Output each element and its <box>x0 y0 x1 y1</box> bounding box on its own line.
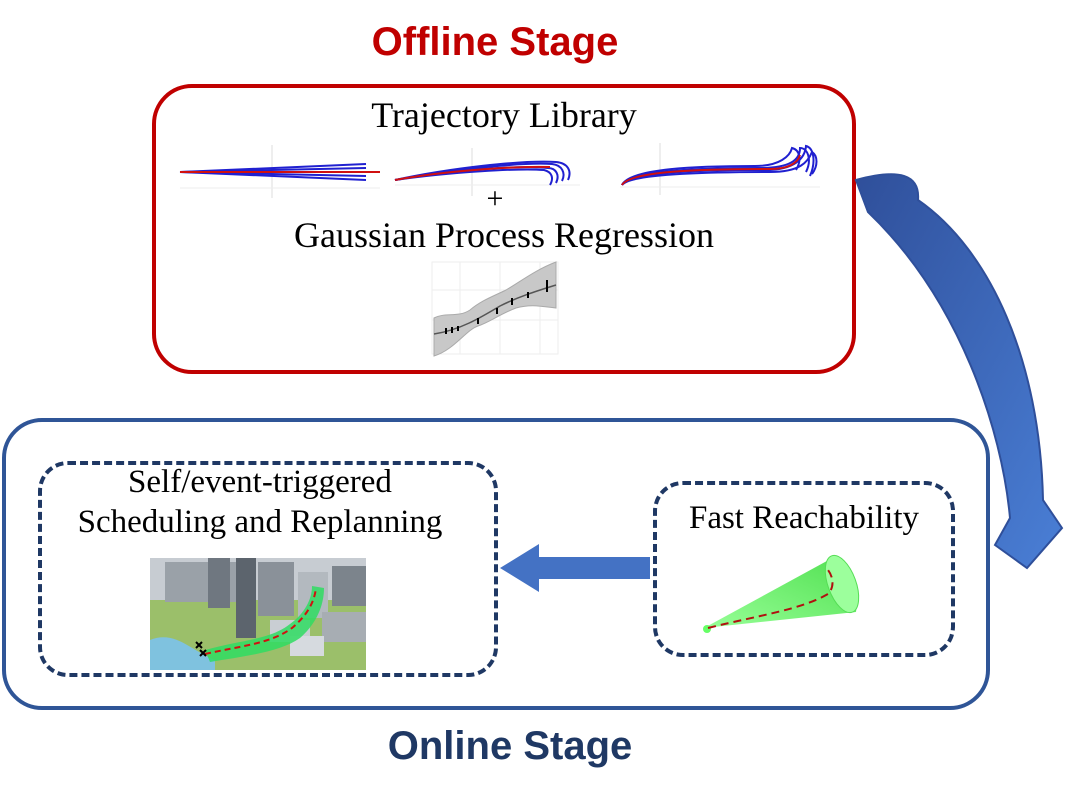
trajectory-plot-icon <box>179 145 380 198</box>
curved-arrow-icon <box>854 173 1064 570</box>
gpr-label: Gaussian Process Regression <box>294 215 714 255</box>
trajectory-plot-icon <box>394 148 580 196</box>
online-stage-title: Online Stage <box>387 724 633 768</box>
scheduling-box <box>38 461 498 677</box>
gpr-plot-icon <box>431 261 559 357</box>
plus-sign: + <box>486 182 504 215</box>
reachability-box <box>653 481 955 657</box>
offline-stage-box <box>152 84 856 374</box>
scheduling-label: Self/event-triggered Scheduling and Repl… <box>38 462 482 542</box>
reachability-label: Fast Reachability <box>688 500 920 536</box>
left-arrow-icon <box>500 544 650 592</box>
scheduling-label-line1: Self/event-triggered <box>128 464 392 500</box>
offline-stage-title: Offline Stage <box>371 20 619 64</box>
trajectory-library-label: Trajectory Library <box>371 95 637 135</box>
reachable-tube-icon <box>703 554 860 633</box>
online-stage-box <box>2 418 990 710</box>
scheduling-label-line2: Scheduling and Replanning <box>77 504 443 540</box>
trajectory-plot-icon <box>620 143 820 195</box>
city-scene-icon <box>150 558 366 670</box>
